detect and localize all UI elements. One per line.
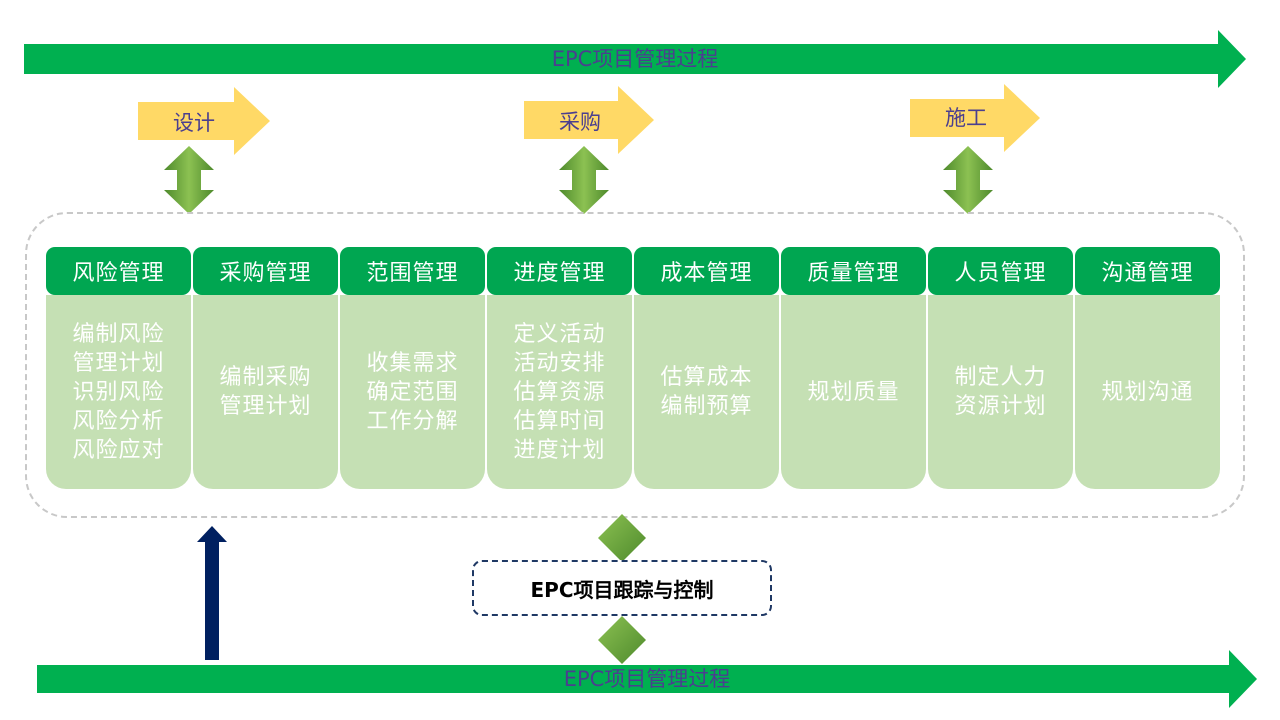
top-process-arrow: EPC项目管理过程 (24, 30, 1246, 88)
phase-label-construction: 施工 (945, 106, 987, 130)
area-title: 风险管理 (46, 247, 191, 295)
area-risk: 风险管理 编制风险 管理计划 识别风险 风险分析 风险应对 (46, 247, 191, 489)
area-task: 定义活动 (513, 321, 606, 347)
double-arrow-icon (164, 146, 214, 214)
area-title: 进度管理 (487, 247, 632, 295)
area-task: 编制预算 (660, 394, 753, 419)
area-title: 人员管理 (928, 247, 1073, 295)
diamond-connector-icon (598, 514, 646, 562)
arrow-right-icon (138, 87, 270, 155)
phase-arrow-procurement: 采购 (524, 86, 654, 154)
phase-arrow-construction: 施工 (910, 84, 1040, 152)
area-task: 资源计划 (954, 394, 1047, 419)
double-arrow-icon (559, 146, 609, 214)
area-procurement: 采购管理 编制采购 管理计划 (193, 247, 338, 489)
double-arrow-icon (943, 146, 993, 214)
area-quality: 质量管理 规划质量 (781, 247, 926, 489)
area-body: 编制采购 管理计划 (193, 295, 338, 489)
area-task: 估算资源 (513, 379, 606, 405)
arrow-up-icon (197, 526, 227, 660)
area-task: 规划沟通 (1101, 379, 1194, 405)
arrow-right-icon (37, 650, 1257, 708)
area-task: 规划质量 (807, 379, 900, 405)
area-task: 进度计划 (513, 437, 606, 463)
area-task: 编制风险 (72, 321, 165, 347)
knowledge-area-container (25, 212, 1245, 518)
area-task: 识别风险 (72, 379, 165, 405)
area-body: 定义活动 活动安排 估算资源 估算时间 进度计划 (487, 295, 632, 489)
area-title: 成本管理 (634, 247, 779, 295)
arrow-right-icon (910, 84, 1040, 152)
area-title: 质量管理 (781, 247, 926, 295)
area-task: 工作分解 (366, 408, 459, 434)
area-task: 确定范围 (366, 379, 459, 405)
area-title: 采购管理 (193, 247, 338, 295)
area-task: 活动安排 (513, 350, 606, 376)
arrow-right-icon (524, 86, 654, 154)
area-communication: 沟通管理 规划沟通 (1075, 247, 1220, 489)
area-task: 估算成本 (660, 365, 753, 390)
phase-label-procurement: 采购 (559, 110, 601, 134)
area-body: 规划沟通 (1075, 295, 1220, 489)
area-task: 风险应对 (72, 437, 165, 463)
area-task: 制定人力 (954, 365, 1047, 390)
area-schedule: 进度管理 定义活动 活动安排 估算资源 估算时间 进度计划 (487, 247, 632, 489)
diamond-connector-icon (598, 616, 646, 664)
area-task: 估算时间 (513, 408, 606, 434)
area-cost: 成本管理 估算成本 编制预算 (634, 247, 779, 489)
bottom-process-arrow: EPC项目管理过程 (37, 650, 1257, 708)
top-process-label: EPC项目管理过程 (551, 47, 719, 71)
bottom-process-label: EPC项目管理过程 (563, 667, 731, 691)
area-body: 制定人力 资源计划 (928, 295, 1073, 489)
area-body: 收集需求 确定范围 工作分解 (340, 295, 485, 489)
area-title: 沟通管理 (1075, 247, 1220, 295)
arrow-right-icon (24, 30, 1246, 88)
area-task: 编制采购 (219, 365, 312, 390)
area-task: 风险分析 (72, 408, 165, 434)
area-body: 编制风险 管理计划 识别风险 风险分析 风险应对 (46, 295, 191, 489)
area-task: 收集需求 (366, 350, 459, 376)
phase-arrow-design: 设计 (138, 87, 270, 155)
area-task: 管理计划 (72, 350, 165, 376)
area-human-resources: 人员管理 制定人力 资源计划 (928, 247, 1073, 489)
area-title: 范围管理 (340, 247, 485, 295)
area-body: 估算成本 编制预算 (634, 295, 779, 489)
area-scope: 范围管理 收集需求 确定范围 工作分解 (340, 247, 485, 489)
phase-label-design: 设计 (173, 111, 215, 135)
area-task: 管理计划 (219, 394, 312, 419)
area-body: 规划质量 (781, 295, 926, 489)
tracking-control-box: EPC项目跟踪与控制 (472, 560, 772, 616)
